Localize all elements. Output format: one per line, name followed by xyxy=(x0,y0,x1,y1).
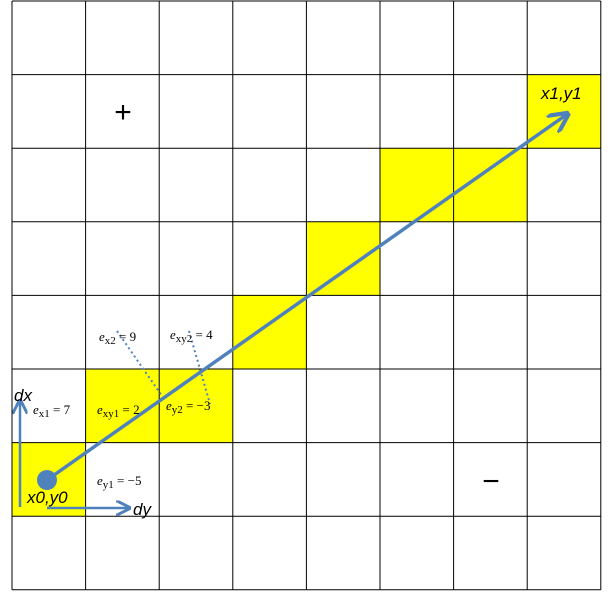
dy-label: dy xyxy=(133,500,152,519)
error-label-ey2: ey2 = −3 xyxy=(166,398,210,416)
error-label-exy2: exy2 = 4 xyxy=(170,327,213,345)
dx-label: dx xyxy=(14,386,32,405)
plus-sign: + xyxy=(114,96,132,129)
error-label-ey1: ey1 = −5 xyxy=(97,473,141,491)
minus-sign: − xyxy=(482,465,500,498)
highlighted-cell xyxy=(380,148,454,222)
error-label-ex2: ex2 = 9 xyxy=(99,329,136,347)
dotted-guide-ex2 xyxy=(116,330,163,397)
start-point-dot xyxy=(37,470,57,490)
error-label-exy1: exy1 = 2 xyxy=(97,402,140,420)
start-point-label: x0,y0 xyxy=(26,488,68,507)
line-arrow xyxy=(45,115,566,482)
highlighted-cell xyxy=(159,369,233,443)
highlighted-cell xyxy=(85,369,160,443)
end-point-label: x1,y1 xyxy=(540,84,582,103)
highlighted-cell xyxy=(306,221,380,296)
error-label-ex1: ex1 = 7 xyxy=(33,402,71,420)
grid-lines xyxy=(11,0,602,591)
